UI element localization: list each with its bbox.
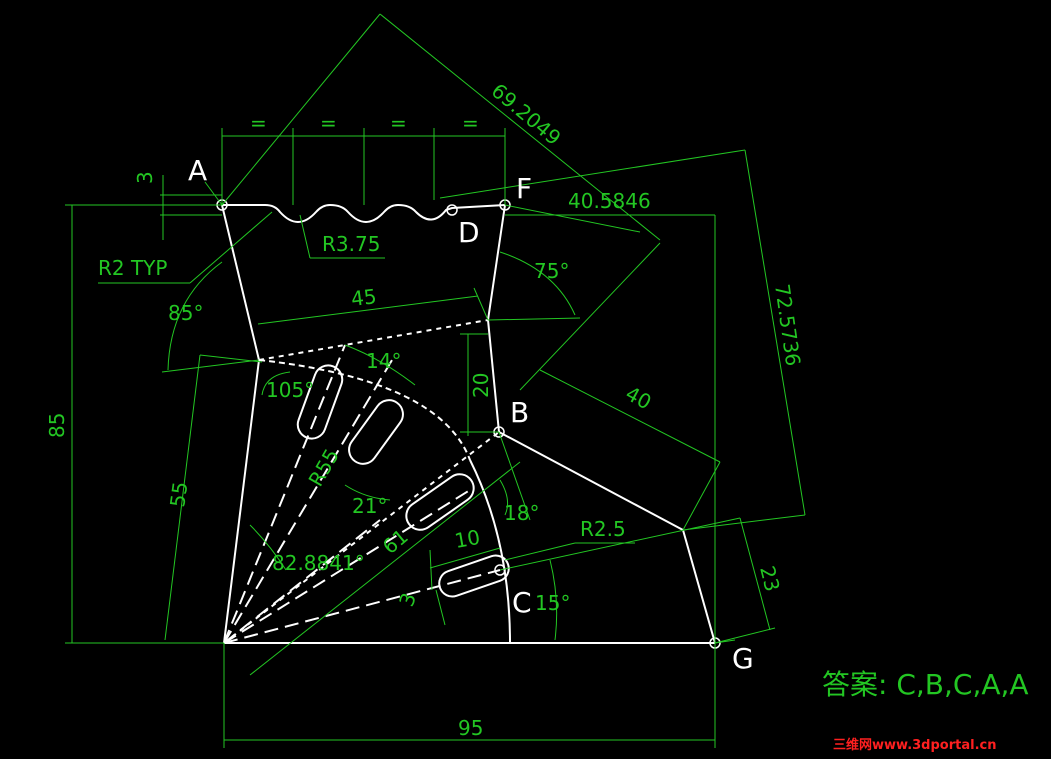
dim-20: 20	[469, 373, 493, 398]
dim-72-5736: 72.5736	[770, 282, 805, 367]
dim-55: 55	[165, 480, 192, 509]
point-labels: A D F B C G	[188, 154, 754, 675]
ray-2	[223, 354, 396, 644]
dim-95: 95	[458, 716, 483, 740]
angle-labels: 85° 75° 105° 14° 21° 18° 15° 82.8841°	[168, 259, 570, 615]
left-lower-edge	[223, 359, 260, 644]
dim-40: 40	[622, 381, 656, 414]
node-c	[494, 564, 506, 576]
label-b: B	[510, 396, 529, 429]
dim-23: 23	[755, 563, 784, 594]
dim-r2-typ: R2 TYP	[98, 256, 167, 280]
dim-40-5846: 40.5846	[568, 189, 651, 213]
node-d	[446, 204, 458, 216]
watermark-text: 三维网www.3dportal.cn	[833, 737, 996, 753]
eq-3: =	[390, 111, 407, 135]
top-scalloped-edge	[222, 203, 506, 223]
angle-14: 14°	[366, 349, 401, 373]
part-outline	[221, 203, 716, 644]
r55-arc-lower	[469, 459, 511, 644]
eq-2: =	[320, 111, 337, 135]
angle-85: 85°	[168, 301, 203, 325]
r55-arc-upper	[258, 359, 471, 461]
eq-1: =	[250, 111, 267, 135]
watermark-bg	[828, 736, 1034, 752]
dim-r3-75: R3.75	[322, 232, 380, 256]
dim-45: 45	[350, 284, 378, 311]
angle-105: 105°	[266, 378, 314, 402]
label-c: C	[512, 586, 532, 619]
slot-4	[438, 554, 510, 598]
slots	[296, 364, 510, 598]
dim-3-top: 3	[133, 171, 157, 184]
slot-3	[405, 473, 475, 531]
dim-85: 85	[45, 413, 69, 438]
dimension-labels: = = = = 69.2049 40.5846 72.5736 85 3 R2 …	[45, 78, 805, 740]
dim-69-2049: 69.2049	[487, 78, 566, 150]
b-to-corner-edge	[498, 431, 684, 531]
label-f: F	[516, 172, 532, 205]
right-mid-edge	[487, 319, 500, 433]
eq-4: =	[462, 111, 479, 135]
ray-1	[223, 344, 346, 644]
dim-10: 10	[453, 525, 482, 553]
angle-21: 21°	[352, 494, 387, 518]
label-g: G	[732, 642, 754, 675]
label-d: D	[458, 216, 480, 249]
slot-2	[348, 399, 404, 465]
corner-to-g-edge	[682, 529, 716, 644]
dimension-lines	[65, 13, 806, 748]
right-upper-edge	[487, 204, 506, 321]
ray-to-b	[223, 431, 500, 644]
label-a: A	[188, 154, 207, 187]
angle-15: 15°	[535, 591, 570, 615]
ray-3	[223, 489, 471, 644]
dashed-chord	[258, 319, 489, 361]
dim-r2-5: R2.5	[580, 517, 626, 541]
left-upper-edge	[221, 204, 260, 361]
angle-18: 18°	[504, 501, 539, 525]
answer-text: 答案: C,B,C,A,A	[822, 668, 1029, 701]
angle-82-8841: 82.8841°	[272, 551, 365, 575]
angle-75: 75°	[534, 259, 569, 283]
ray-to-c	[223, 569, 501, 644]
slot-1	[296, 364, 344, 440]
ray-4	[223, 519, 381, 644]
